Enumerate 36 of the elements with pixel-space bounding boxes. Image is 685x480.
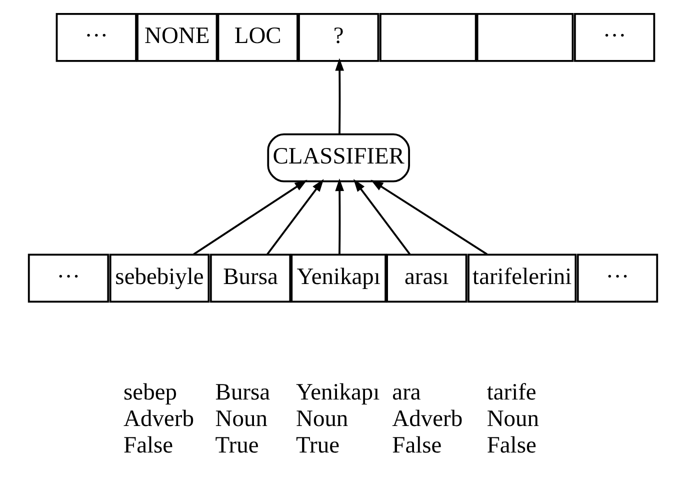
node-box: arası xyxy=(386,254,467,303)
node-box: LOC xyxy=(216,13,298,62)
node-box xyxy=(378,13,476,62)
node-box: ··· xyxy=(573,13,655,62)
node-label: Adverb xyxy=(123,406,194,432)
arrow xyxy=(266,179,324,255)
arrow xyxy=(370,180,488,256)
node-label: True xyxy=(296,432,340,459)
node-box: ··· xyxy=(27,254,109,303)
arrow xyxy=(334,178,344,254)
node-label: sebep xyxy=(123,380,176,406)
node-box: ··· xyxy=(55,13,136,62)
node-box: Bursa xyxy=(209,254,291,303)
node-box: ? xyxy=(298,13,379,62)
node-label: Noun xyxy=(486,406,539,432)
node-box: sebebiyle xyxy=(108,254,210,303)
node-box: CLASSIFIER xyxy=(266,133,410,182)
node-label: False xyxy=(392,432,442,459)
node-label: True xyxy=(214,432,258,459)
node-box: ··· xyxy=(576,254,658,303)
node-label: tarife xyxy=(486,380,536,406)
node-label: Noun xyxy=(214,406,267,432)
node-label: Bursa xyxy=(214,380,270,406)
node-label: ara xyxy=(392,380,420,406)
node-box: NONE xyxy=(136,13,218,62)
node-label: Yenikapı xyxy=(296,380,380,406)
arrow xyxy=(192,180,307,256)
node-box: Yenikapı xyxy=(290,254,386,303)
arrow xyxy=(352,179,410,255)
node-box: tarifelerini xyxy=(467,254,576,303)
node-label: Adverb xyxy=(392,406,462,432)
node-label: False xyxy=(123,432,173,459)
node-label: False xyxy=(486,432,536,459)
node-box xyxy=(476,13,574,62)
node-label: Noun xyxy=(296,406,348,432)
arrow xyxy=(334,58,344,134)
